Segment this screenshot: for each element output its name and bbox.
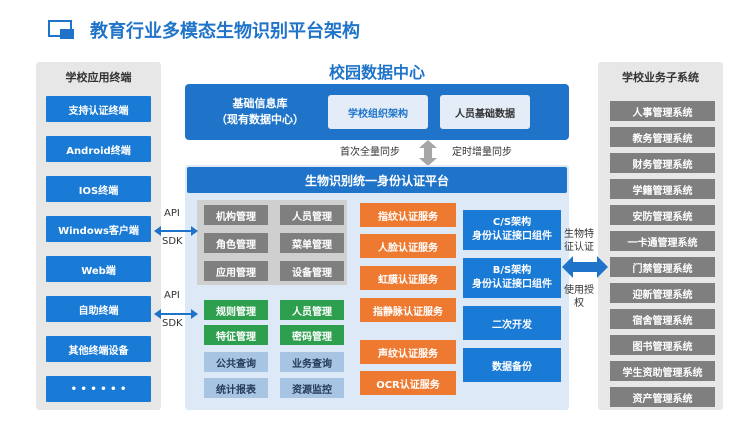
org-manage: 机构管理 — [204, 205, 268, 225]
subsystem-academic: 教务管理系统 — [610, 127, 715, 147]
subsystem-enrollment: 学籍管理系统 — [610, 179, 715, 199]
left-panel-title: 学校应用终端 — [65, 71, 132, 84]
terminal-other: 其他终端设备 — [46, 336, 151, 362]
api-label-1: API — [164, 208, 180, 219]
base-db-line1: 基础信息库 — [232, 97, 288, 110]
device-manage: 设备管理 — [280, 261, 344, 281]
use-auth-label: 使用授权 — [564, 285, 594, 309]
feature-manage: 特征管理 — [204, 325, 268, 345]
subsystem-security: 安防管理系统 — [610, 205, 715, 225]
vein-service: 指静脉认证服务 — [360, 298, 456, 322]
terminal-more: • • • • • • — [46, 376, 151, 402]
base-db-label: 基础信息库 （现有数据中心） — [205, 92, 315, 132]
person-manage: 人员管理 — [280, 300, 344, 320]
subsystem-finance: 财务管理系统 — [610, 153, 715, 173]
terminal-ios: IOS终端 — [46, 176, 151, 202]
subsystem-assets: 资产管理系统 — [610, 387, 715, 407]
statistics-report: 统计报表 — [204, 378, 268, 398]
sync-full-label: 首次全量同步 — [340, 147, 400, 158]
face-service: 人脸认证服务 — [360, 234, 456, 258]
user-manage: 人员管理 — [280, 205, 344, 225]
secondary-dev: 二次开发 — [463, 306, 561, 340]
subsystem-dorm: 宿舍管理系统 — [610, 309, 715, 329]
sdk-label-1: SDK — [162, 236, 183, 247]
public-query: 公共查询 — [204, 352, 268, 372]
header-icon — [48, 20, 76, 40]
voiceprint-service: 声纹认证服务 — [360, 340, 456, 364]
password-manage: 密码管理 — [280, 325, 344, 345]
app-manage: 应用管理 — [204, 261, 268, 281]
iris-service: 虹膜认证服务 — [360, 266, 456, 290]
page-title: 教育行业多模态生物识别平台架构 — [90, 21, 360, 42]
subsystem-library: 图书管理系统 — [610, 335, 715, 355]
subsystem-aid: 学生资助管理系统 — [610, 361, 715, 381]
data-backup: 数据备份 — [463, 348, 561, 382]
terminal-web: Web端 — [46, 256, 151, 282]
subsystem-welcome: 迎新管理系统 — [610, 283, 715, 303]
subsystem-card: 一卡通管理系统 — [610, 231, 715, 251]
role-manage: 角色管理 — [204, 233, 268, 253]
terminal-windows: Windows客户端 — [46, 216, 151, 242]
subsystem-access: 门禁管理系统 — [610, 257, 715, 277]
cs-line1: C/S架构 — [492, 217, 532, 228]
resource-monitor: 资源监控 — [280, 378, 344, 398]
double-arrow-icon — [154, 305, 198, 319]
sync-incremental-label: 定时增量同步 — [452, 147, 512, 158]
cs-line2: 身份认证接口组件 — [472, 231, 552, 242]
subsystem-hr: 人事管理系统 — [610, 101, 715, 121]
sync-arrow-icon — [418, 140, 438, 166]
business-query: 业务查询 — [280, 352, 344, 372]
person-data-box: 人员基础数据 — [440, 95, 530, 129]
base-db-line2: （现有数据中心） — [216, 113, 304, 126]
ocr-service: OCR认证服务 — [360, 371, 456, 395]
bio-auth-label: 生物特征认证 — [564, 229, 594, 253]
terminal-android: Android终端 — [46, 136, 151, 162]
cs-component: C/S架构 身份认证接口组件 — [463, 210, 561, 250]
sdk-label-2: SDK — [162, 318, 183, 329]
api-label-2: API — [164, 290, 180, 301]
bs-line2: 身份认证接口组件 — [472, 279, 552, 290]
data-center-title: 校园数据中心 — [328, 63, 425, 82]
bs-line1: B/S架构 — [492, 265, 532, 276]
terminal-support: 支持认证终端 — [46, 96, 151, 122]
fingerprint-service: 指纹认证服务 — [360, 203, 456, 227]
platform-title: 生物识别统一身份认证平台 — [187, 167, 567, 193]
org-structure-box: 学校组织架构 — [328, 95, 428, 129]
double-arrow-icon — [154, 222, 198, 236]
big-double-arrow-icon — [562, 256, 608, 278]
rule-manage: 规则管理 — [204, 300, 268, 320]
bs-component: B/S架构 身份认证接口组件 — [463, 258, 561, 298]
right-panel-title: 学校业务子系统 — [622, 71, 699, 84]
menu-manage: 菜单管理 — [280, 233, 344, 253]
terminal-self-service: 自助终端 — [46, 296, 151, 322]
